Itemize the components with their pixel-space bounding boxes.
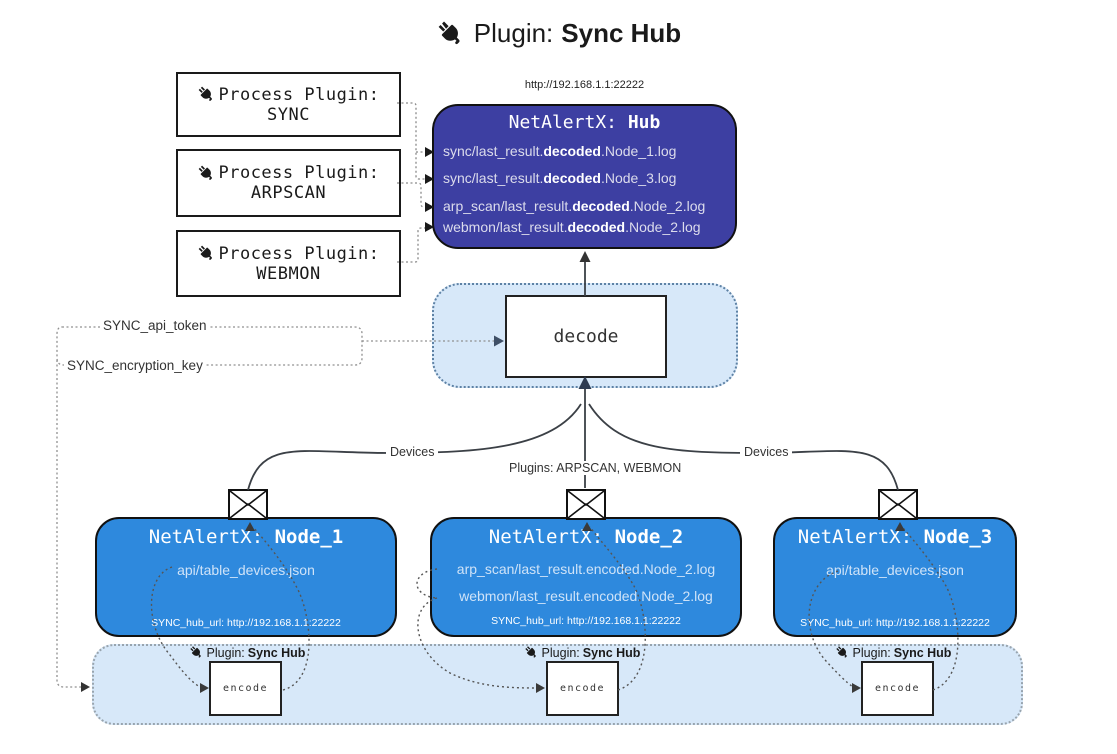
- plug-icon: [199, 165, 213, 180]
- node-1-box: [95, 517, 397, 637]
- devices-label-left: Devices: [386, 445, 439, 459]
- plug-icon: [189, 646, 201, 658]
- plugins-label-middle: Plugins: ARPSCAN, WEBMON: [505, 461, 686, 475]
- sync-encryption-key-label: SYNC_encryption_key: [64, 358, 206, 373]
- node-3-title: NetAlertX: Node_3: [797, 526, 993, 548]
- node-1-hub-url: SYNC_hub_url: http://192.168.1.1:22222: [151, 617, 341, 629]
- hub-url: http://192.168.1.1:22222: [524, 79, 645, 91]
- encode-section-label: Plugin: Sync Hub: [783, 645, 1003, 660]
- process-plugin-webmon-box: Process Plugin: WEBMON: [176, 230, 401, 297]
- plug-icon: [199, 245, 213, 260]
- node-3-file: api/table_devices.json: [826, 562, 964, 578]
- node-1-file: api/table_devices.json: [177, 562, 315, 578]
- plug-icon: [835, 646, 847, 658]
- sync-api-token-label: SYNC_api_token: [100, 318, 210, 333]
- hub-log-line: sync/last_result.decoded.Node_3.log: [443, 170, 677, 186]
- plug-icon: [199, 86, 213, 101]
- title-prefix: Plugin:: [473, 18, 554, 48]
- hub-log-line: sync/last_result.decoded.Node_1.log: [443, 143, 677, 159]
- encode-section-label: Plugin: Sync Hub: [472, 645, 692, 660]
- encryption-key-arrowhead: [81, 682, 90, 692]
- node-1-title: NetAlertX: Node_1: [148, 526, 344, 548]
- decode-to-hub-arrowhead: [579, 251, 591, 262]
- node-2-file: webmon/last_result.encoded.Node_2.log: [459, 588, 713, 604]
- plugin-to-hub-lines: [397, 102, 425, 263]
- hub-title: NetAlertX: Hub: [508, 112, 661, 133]
- process-plugin-label: Process Plugin:: [218, 84, 380, 105]
- node-2-file: arp_scan/last_result.encoded.Node_2.log: [456, 561, 716, 577]
- process-plugin-label: Process Plugin:: [218, 243, 380, 264]
- plug-icon: [524, 646, 536, 658]
- encode-box: encode: [546, 661, 619, 716]
- node-2-hub-url: SYNC_hub_url: http://192.168.1.1:22222: [491, 615, 681, 627]
- process-plugin-sync-box: Process Plugin: SYNC: [176, 72, 401, 137]
- hub-box: [432, 104, 737, 249]
- node-3-hub-url: SYNC_hub_url: http://192.168.1.1:22222: [800, 617, 990, 629]
- page-title: Plugin: Sync Hub: [0, 18, 1117, 49]
- envelope-icon: [878, 489, 918, 520]
- title-name: Sync Hub: [561, 18, 682, 48]
- encode-box: encode: [861, 661, 934, 716]
- process-plugin-name: SYNC: [267, 104, 310, 125]
- process-plugin-arpscan-box: Process Plugin: ARPSCAN: [176, 149, 401, 217]
- hub-log-line: arp_scan/last_result.decoded.Node_2.log: [443, 198, 706, 214]
- envelope-icon: [566, 489, 606, 520]
- plug-icon: [438, 21, 460, 44]
- encode-section-label: Plugin: Sync Hub: [137, 645, 357, 660]
- process-plugin-name: WEBMON: [256, 263, 321, 284]
- process-plugin-name: ARPSCAN: [250, 183, 327, 203]
- encode-box: encode: [209, 661, 282, 716]
- process-plugin-label: Process Plugin:: [218, 163, 380, 183]
- node-2-title: NetAlertX: Node_2: [488, 526, 684, 548]
- devices-label-right: Devices: [740, 445, 793, 459]
- envelope-icon: [228, 489, 268, 520]
- hub-log-line: webmon/last_result.decoded.Node_2.log: [443, 219, 701, 235]
- decode-box: decode: [505, 295, 667, 378]
